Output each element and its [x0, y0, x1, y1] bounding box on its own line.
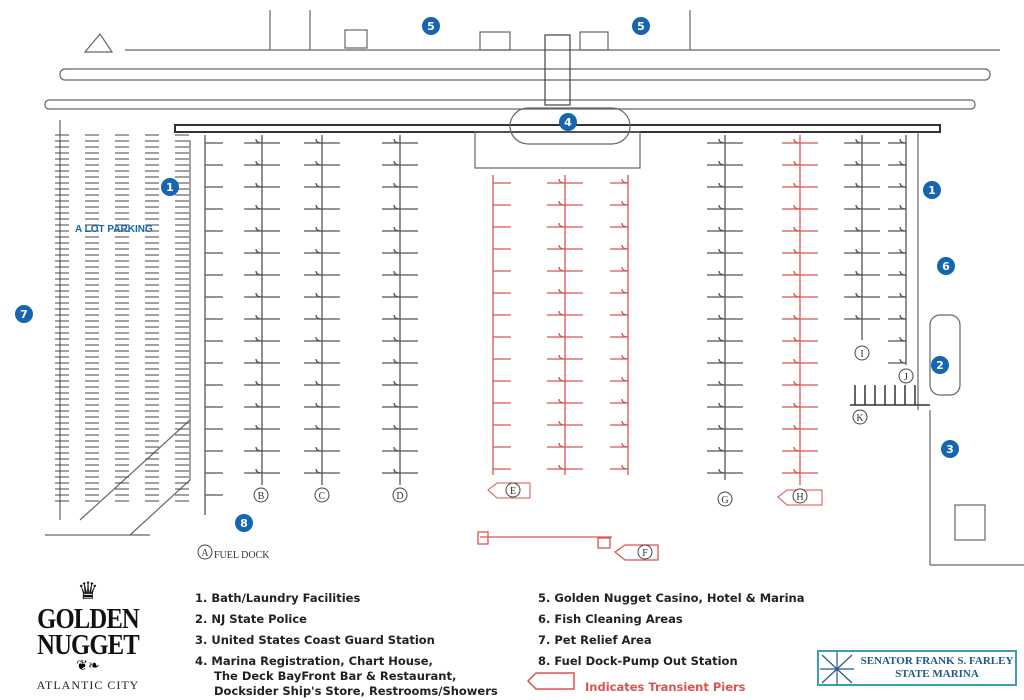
legend-item-6: 6. Fish Cleaning Areas — [538, 612, 683, 626]
pier-B — [244, 135, 280, 485]
farley-compass-icon — [820, 652, 854, 686]
pier-J — [888, 135, 907, 365]
svg-text:7: 7 — [20, 308, 28, 321]
piers: A B C D E F G H I J K — [197, 135, 930, 561]
pier-label-F: F — [642, 548, 648, 559]
pier-G — [707, 135, 743, 480]
legend-item-4: 4. Marina Registration, Chart House, — [195, 654, 433, 668]
pier-I — [844, 135, 880, 340]
marker-5: 5 — [422, 17, 440, 35]
pier-label-A: A — [201, 548, 209, 559]
svg-text:5: 5 — [427, 20, 435, 33]
legend-item-7: 7. Pet Relief Area — [538, 633, 652, 647]
legend-item-3: 3. United States Coast Guard Station — [195, 633, 435, 647]
farley-marina-logo: SENATOR FRANK S. FARLEY STATE MARINA — [817, 650, 1017, 686]
marker-8: 8 — [235, 514, 253, 532]
legend-item-2: 2. NJ State Police — [195, 612, 307, 626]
roads — [44, 10, 1024, 566]
pier-label-I: I — [860, 349, 863, 360]
marker-6: 6 — [937, 257, 955, 275]
svg-text:4: 4 — [564, 116, 572, 129]
pier-label-badge — [392, 487, 408, 503]
pier-E — [492, 175, 511, 475]
golden-nugget-logo: ♛ GOLDEN NUGGET ❦❧ ATLANTIC CITY — [22, 578, 154, 693]
pier-F — [477, 531, 659, 561]
svg-text:1: 1 — [928, 184, 936, 197]
pier-label-C: C — [319, 491, 326, 502]
marker-5: 5 — [632, 17, 650, 35]
logo-line1: GOLDEN — [37, 603, 140, 635]
pier-A — [204, 135, 223, 515]
marker-2: 2 — [931, 356, 949, 374]
marker-7: 7 — [15, 305, 33, 323]
pier-label-badge — [314, 487, 330, 503]
pier-D — [382, 135, 418, 485]
markers: 1 5 5 4 7 8 1 6 2 3 — [15, 17, 959, 532]
marker-3: 3 — [941, 440, 959, 458]
pier-H-head — [777, 489, 823, 506]
pier-label-badge — [852, 409, 868, 425]
pier-label-badge — [197, 544, 213, 560]
pier-label-G: G — [721, 495, 728, 506]
pier-label-badge — [717, 491, 733, 507]
svg-text:3: 3 — [946, 443, 954, 456]
farley-line2: STATE MARINA — [895, 668, 979, 680]
pier-label-badge — [898, 368, 914, 384]
legend-item-5: 5. Golden Nugget Casino, Hotel & Marina — [538, 591, 805, 605]
svg-text:6: 6 — [942, 260, 950, 273]
pier-label-K: K — [856, 413, 864, 424]
logo-line2: NUGGET — [37, 629, 140, 661]
ornament-icon: ❦❧ — [76, 657, 100, 673]
pier-C — [304, 135, 340, 485]
svg-text:1: 1 — [166, 181, 174, 194]
pier-label-badge — [637, 544, 653, 560]
legend-item-8: 8. Fuel Dock-Pump Out Station — [538, 654, 738, 668]
pier-K — [850, 385, 930, 406]
pier-label-J: J — [904, 372, 908, 383]
pier-label-E: E — [510, 486, 516, 497]
pier-label-badge — [792, 488, 808, 504]
marker-1: 1 — [923, 181, 941, 199]
pier-label-badge — [505, 482, 521, 498]
pier-label-badge — [854, 345, 870, 361]
pier-E-spine — [610, 175, 629, 475]
parking-lot — [55, 134, 189, 502]
svg-text:8: 8 — [240, 517, 248, 530]
transient-pier-legend-icon — [526, 672, 575, 690]
pier-label-D: D — [396, 491, 403, 502]
crown-icon: ♛ — [77, 578, 99, 605]
pier-E-head — [487, 482, 531, 499]
svg-text:2: 2 — [936, 359, 944, 372]
pier-label-B: B — [258, 491, 265, 502]
legend-item-4-line2: The Deck BayFront Bar & Restaurant, — [214, 669, 457, 683]
fuel-dock-label: FUEL DOCK — [214, 550, 270, 561]
legend-item-1: 1. Bath/Laundry Facilities — [195, 591, 361, 605]
pier-label-H: H — [796, 492, 803, 503]
pier-H — [782, 135, 818, 485]
logo-city: ATLANTIC CITY — [36, 678, 140, 692]
pier-label-badge — [253, 487, 269, 503]
marker-1: 1 — [161, 178, 179, 196]
legend-item-4-line3: Docksider Ship's Store, Restrooms/Shower… — [214, 684, 498, 698]
parking-label: A LOT PARKING — [75, 224, 153, 235]
pier-E-spine — [547, 175, 583, 475]
farley-line1: SENATOR FRANK S. FARLEY — [860, 655, 1014, 667]
marker-4: 4 — [559, 113, 577, 131]
svg-text:5: 5 — [637, 20, 645, 33]
transient-legend-label: Indicates Transient Piers — [585, 680, 746, 694]
